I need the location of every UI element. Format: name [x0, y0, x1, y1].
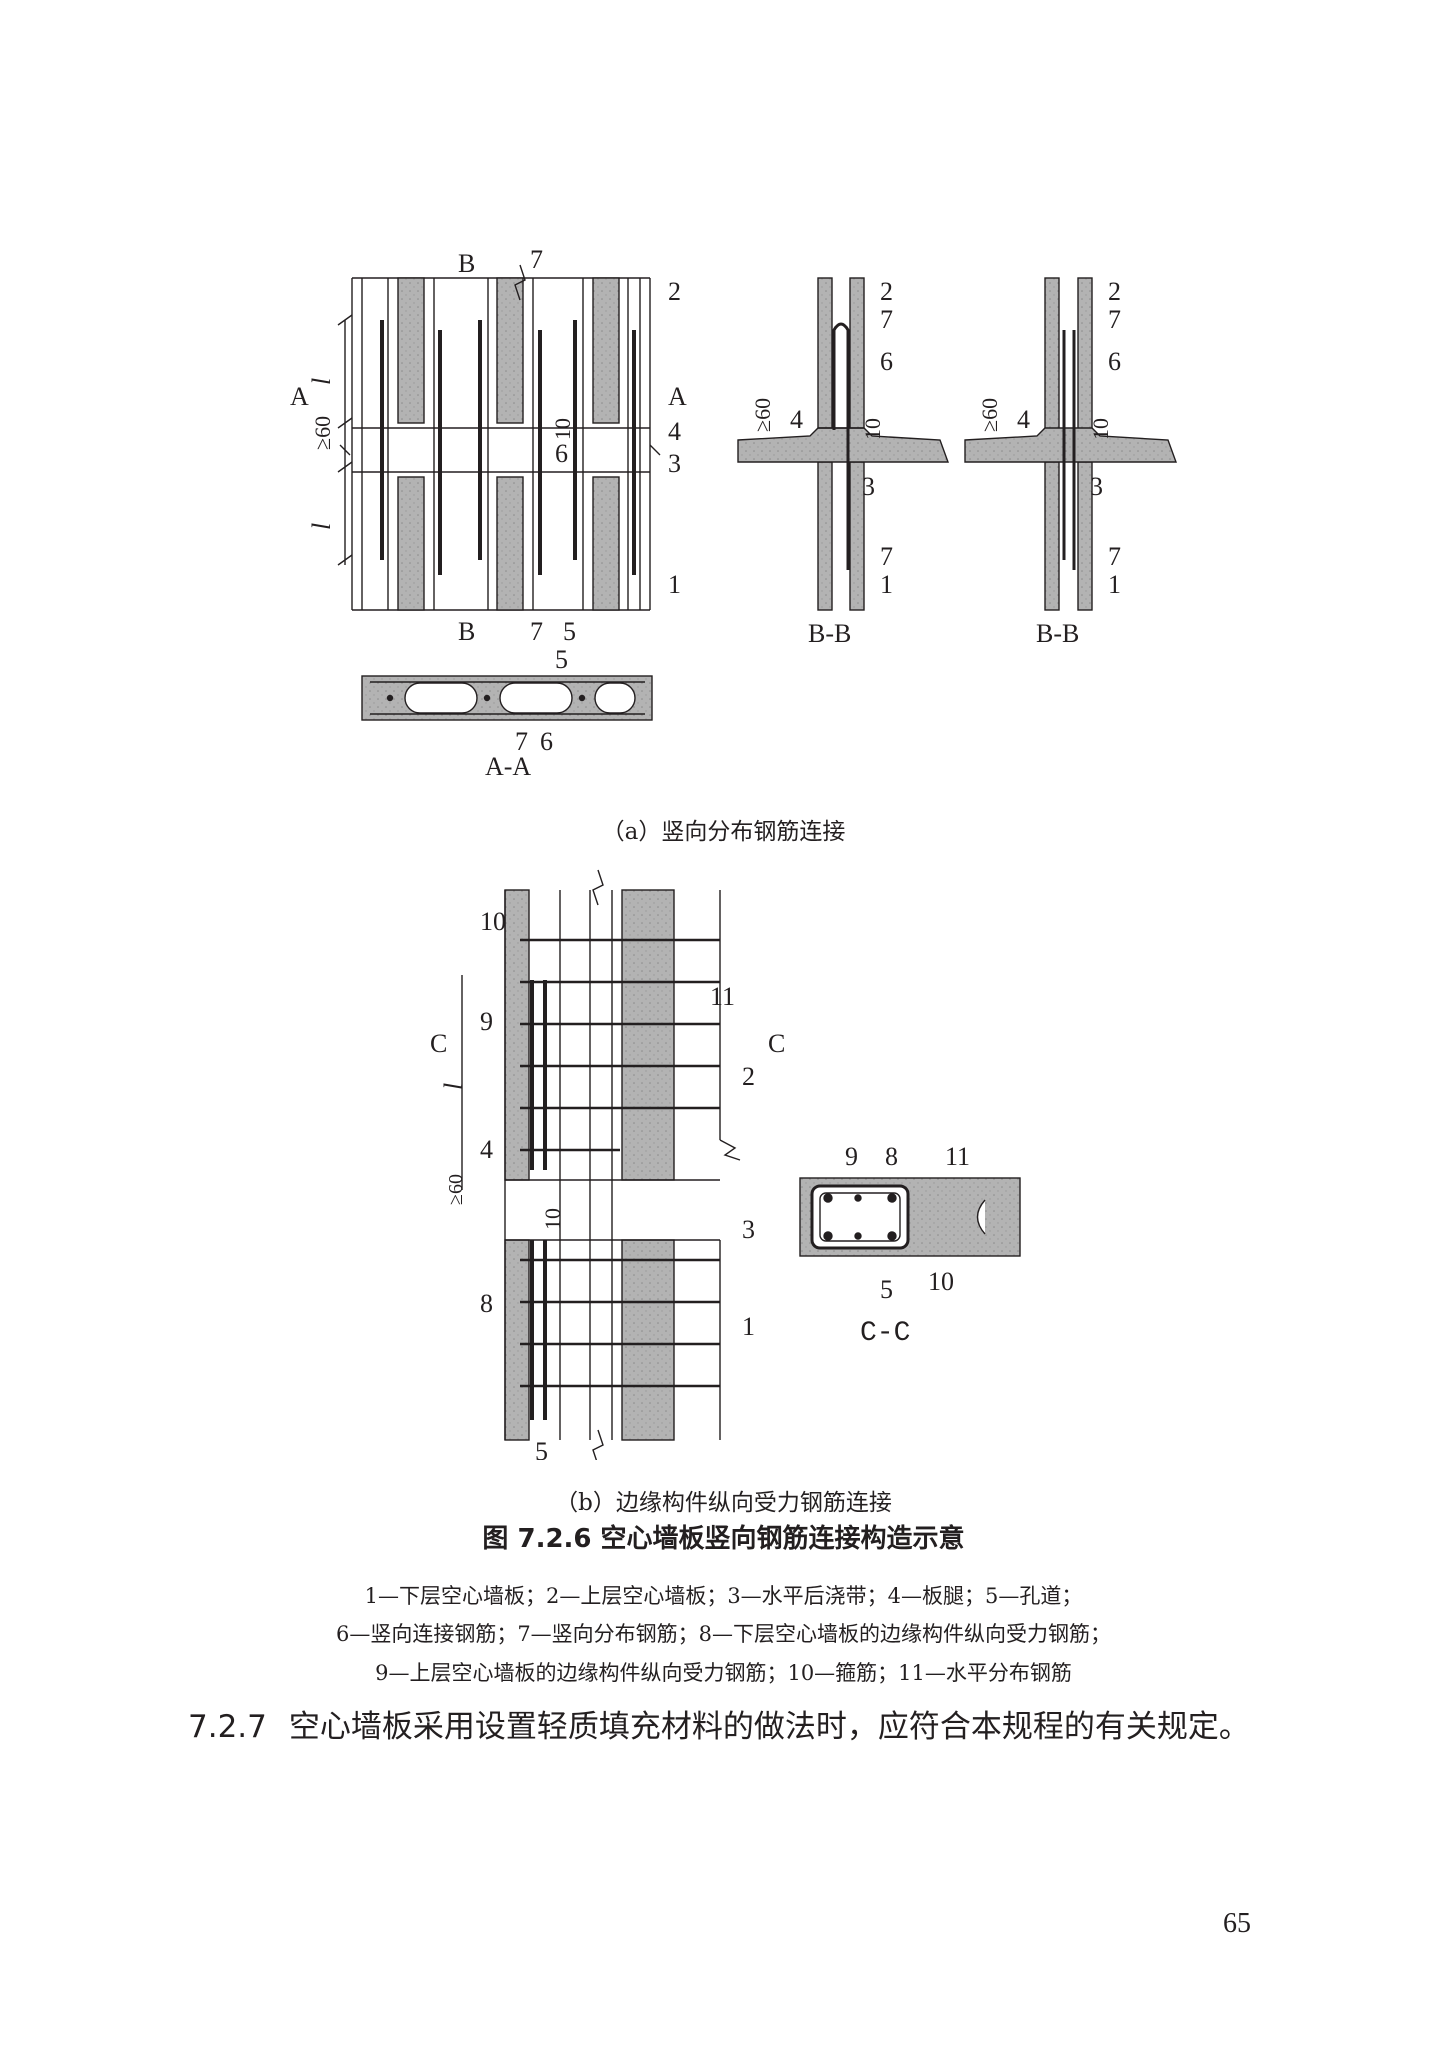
label-a-ld-bottom: l — [307, 523, 336, 530]
label-a-n6: 6 — [555, 439, 568, 468]
label-a-ge60: ≥60 — [310, 416, 335, 450]
label-a-n4: 4 — [668, 417, 681, 446]
label-bb1-n4: 4 — [790, 405, 803, 434]
label-b-section-c-right: C — [768, 1029, 785, 1058]
label-b-n2: 2 — [742, 1062, 755, 1091]
label-a-section-a-left: A — [290, 382, 309, 411]
label-aa-title: A-A — [485, 752, 531, 781]
label-bb1-n7-bottom: 7 — [880, 542, 893, 571]
label-bb1-n7-top: 7 — [880, 305, 893, 334]
label-a-ld-top: l — [307, 378, 336, 385]
label-b-n8: 8 — [480, 1289, 493, 1318]
label-bb2-n6: 6 — [1108, 347, 1121, 376]
label-a-section-a-right: A — [668, 382, 687, 411]
label-b-n4: 4 — [480, 1135, 493, 1164]
label-a-n7-bottom: 7 — [530, 617, 543, 646]
section-bb-1-drawing — [737, 277, 949, 611]
legend-line-3: 9—上层空心墙板的边缘构件纵向受力钢筋；10—箍筋；11—水平分布钢筋 — [375, 1661, 1072, 1685]
section-cc-drawing — [799, 1177, 1021, 1257]
label-bb2-ten: 10 — [1088, 418, 1113, 440]
label-cc-n5: 5 — [880, 1275, 893, 1304]
subfigure-b-caption: （b）边缘构件纵向受力钢筋连接 — [555, 1490, 892, 1516]
label-aa-n5: 5 — [555, 645, 568, 674]
label-bb2-n1: 1 — [1108, 570, 1121, 599]
label-cc-title: C-C — [860, 1318, 910, 1349]
label-a-section-b-top: B — [458, 249, 475, 278]
label-a-section-b-bottom: B — [458, 617, 475, 646]
label-bb2-n2: 2 — [1108, 277, 1121, 306]
label-aa-n6: 6 — [540, 727, 553, 756]
label-a-n7-top: 7 — [530, 245, 543, 274]
label-bb1-n6: 6 — [880, 347, 893, 376]
label-bb1-n3: 3 — [862, 472, 875, 501]
label-b-n10: 10 — [480, 907, 506, 936]
label-bb1-ge60: ≥60 — [750, 398, 775, 432]
label-b-n1: 1 — [742, 1312, 755, 1341]
edge-member-elevation — [461, 869, 741, 1460]
label-bb1-n1: 1 — [880, 570, 893, 599]
figure-a-drawing: B B A A 7 2 4 3 6 1 7 5 10 l l ≥60 5 7 6… — [290, 245, 1177, 781]
label-bb2-n7-bottom: 7 — [1108, 542, 1121, 571]
label-cc-n10: 10 — [928, 1267, 954, 1296]
label-cc-n8: 8 — [885, 1142, 898, 1171]
label-a-n3: 3 — [668, 449, 681, 478]
label-a-n2: 2 — [668, 277, 681, 306]
elevation-view — [337, 264, 661, 611]
label-bb2-ge60: ≥60 — [977, 398, 1002, 432]
label-bb2-title: B-B — [1036, 619, 1079, 648]
label-bb2-n4: 4 — [1017, 405, 1030, 434]
figure-b-drawing: 10 9 11 2 4 3 8 1 5 C C l ≥60 10 9 8 11 … — [430, 869, 1021, 1460]
label-cc-n9: 9 — [845, 1142, 858, 1171]
clause-text: 空心墙板采用设置轻质填充材料的做法时，应符合本规程的有关规定。 — [288, 1709, 1250, 1745]
figure-title: 图 7.2.6 空心墙板竖向钢筋连接构造示意 — [482, 1524, 965, 1554]
clause-7-2-7: 7.2.7 空心墙板采用设置轻质填充材料的做法时，应符合本规程的有关规定。 — [188, 1700, 1278, 1755]
label-b-n11: 11 — [710, 982, 735, 1011]
subfigure-a-caption: （a）竖向分布钢筋连接 — [601, 819, 846, 845]
label-b-ge60: ≥60 — [445, 1174, 467, 1205]
label-bb1-title: B-B — [808, 619, 851, 648]
label-bb2-n7-top: 7 — [1108, 305, 1121, 334]
label-b-section-c-left: C — [430, 1029, 447, 1058]
section-bb-2-drawing — [964, 277, 1177, 611]
label-a-ten: 10 — [550, 418, 575, 440]
label-aa-n7: 7 — [515, 727, 528, 756]
label-bb1-n2: 2 — [880, 277, 893, 306]
label-b-n3: 3 — [742, 1215, 755, 1244]
label-bb1-ten: 10 — [860, 418, 885, 440]
clause-number: 7.2.7 — [188, 1709, 267, 1745]
label-a-n5: 5 — [563, 617, 576, 646]
label-b-ten: 10 — [540, 1208, 565, 1230]
label-a-n1: 1 — [668, 570, 681, 599]
label-bb2-n3: 3 — [1090, 472, 1103, 501]
page-number: 65 — [1223, 1908, 1251, 1939]
label-b-n5: 5 — [535, 1437, 548, 1460]
label-cc-n11: 11 — [945, 1142, 970, 1171]
legend-line-2: 6—竖向连接钢筋；7—竖向分布钢筋；8—下层空心墙板的边缘构件纵向受力钢筋； — [335, 1622, 1112, 1646]
label-b-n9: 9 — [480, 1007, 493, 1036]
legend-line-1: 1—下层空心墙板；2—上层空心墙板；3—水平后浇带；4—板腿；5—孔道； — [364, 1584, 1083, 1608]
section-aa-drawing — [361, 675, 653, 721]
label-b-ld: l — [439, 1083, 468, 1090]
